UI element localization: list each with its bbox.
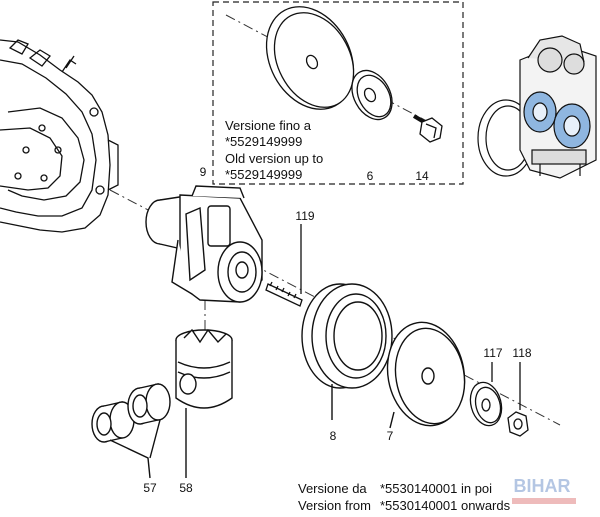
new-version-it-value: *5530140001 in poi [380, 481, 492, 496]
new-version-note: Versione da *5530140001 in poi Version f… [298, 481, 511, 513]
part-6-washer [351, 69, 393, 121]
label-part-9: 9 [200, 165, 207, 179]
pump-assembly-inset [477, 35, 597, 179]
label-part-117: 117 [483, 346, 502, 360]
new-version-en-value: *5530140001 onwards [380, 498, 511, 513]
old-version-note: Versione fino a *5529149999 Old version … [225, 118, 323, 182]
label-part-6: 6 [367, 169, 374, 183]
part-7-diaphragm [386, 321, 466, 429]
part-57-bearings [91, 383, 171, 479]
old-version-line-3: Old version up to [225, 151, 323, 166]
part-58-piston [175, 328, 233, 478]
old-diaphragm [265, 6, 355, 110]
part-8-cylinder-head [301, 283, 393, 420]
new-version-en-label: Version from [298, 498, 371, 513]
part-117-washer [469, 362, 503, 427]
label-part-8: 8 [330, 429, 337, 443]
new-version-it-label: Versione da [298, 481, 367, 496]
label-part-14: 14 [415, 169, 429, 183]
part-9-pump-body [145, 185, 263, 303]
label-part-118: 118 [512, 346, 531, 360]
label-part-7: 7 [387, 429, 394, 443]
old-version-line-4: *5529149999 [225, 167, 302, 182]
pump-housing [0, 39, 119, 233]
watermark: BIHAR [512, 476, 576, 504]
old-version-line-1: Versione fino a [225, 118, 312, 133]
label-part-119: 119 [295, 209, 314, 223]
part-14-bolt [412, 114, 443, 143]
old-version-line-2: *5529149999 [225, 134, 302, 149]
label-part-57: 57 [143, 481, 157, 495]
watermark-text: BIHAR [514, 476, 571, 496]
part-119-stud [265, 224, 303, 307]
part-118-nut [507, 362, 529, 437]
old-version-box [212, 1, 464, 185]
label-part-58: 58 [179, 481, 193, 495]
